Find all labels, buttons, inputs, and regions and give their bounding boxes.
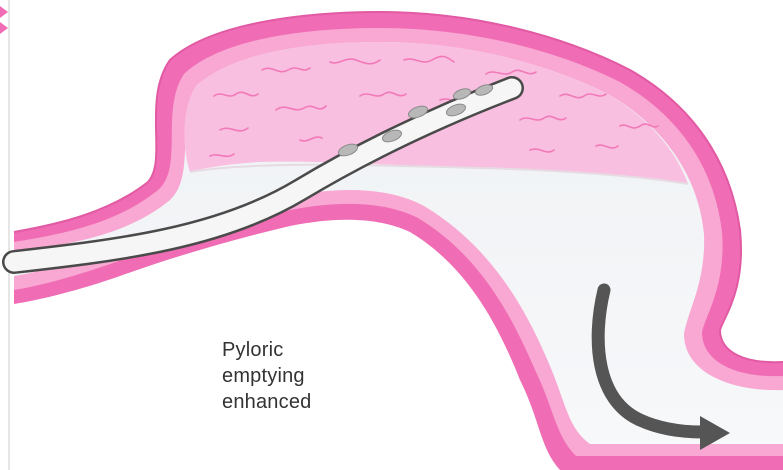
pyloric-emptying-caption: Pyloric emptying enhanced bbox=[222, 337, 422, 415]
caption-line-1: Pyloric bbox=[222, 337, 422, 363]
caption-line-2: emptying bbox=[222, 363, 422, 389]
caption-line-3: enhanced bbox=[222, 389, 422, 415]
